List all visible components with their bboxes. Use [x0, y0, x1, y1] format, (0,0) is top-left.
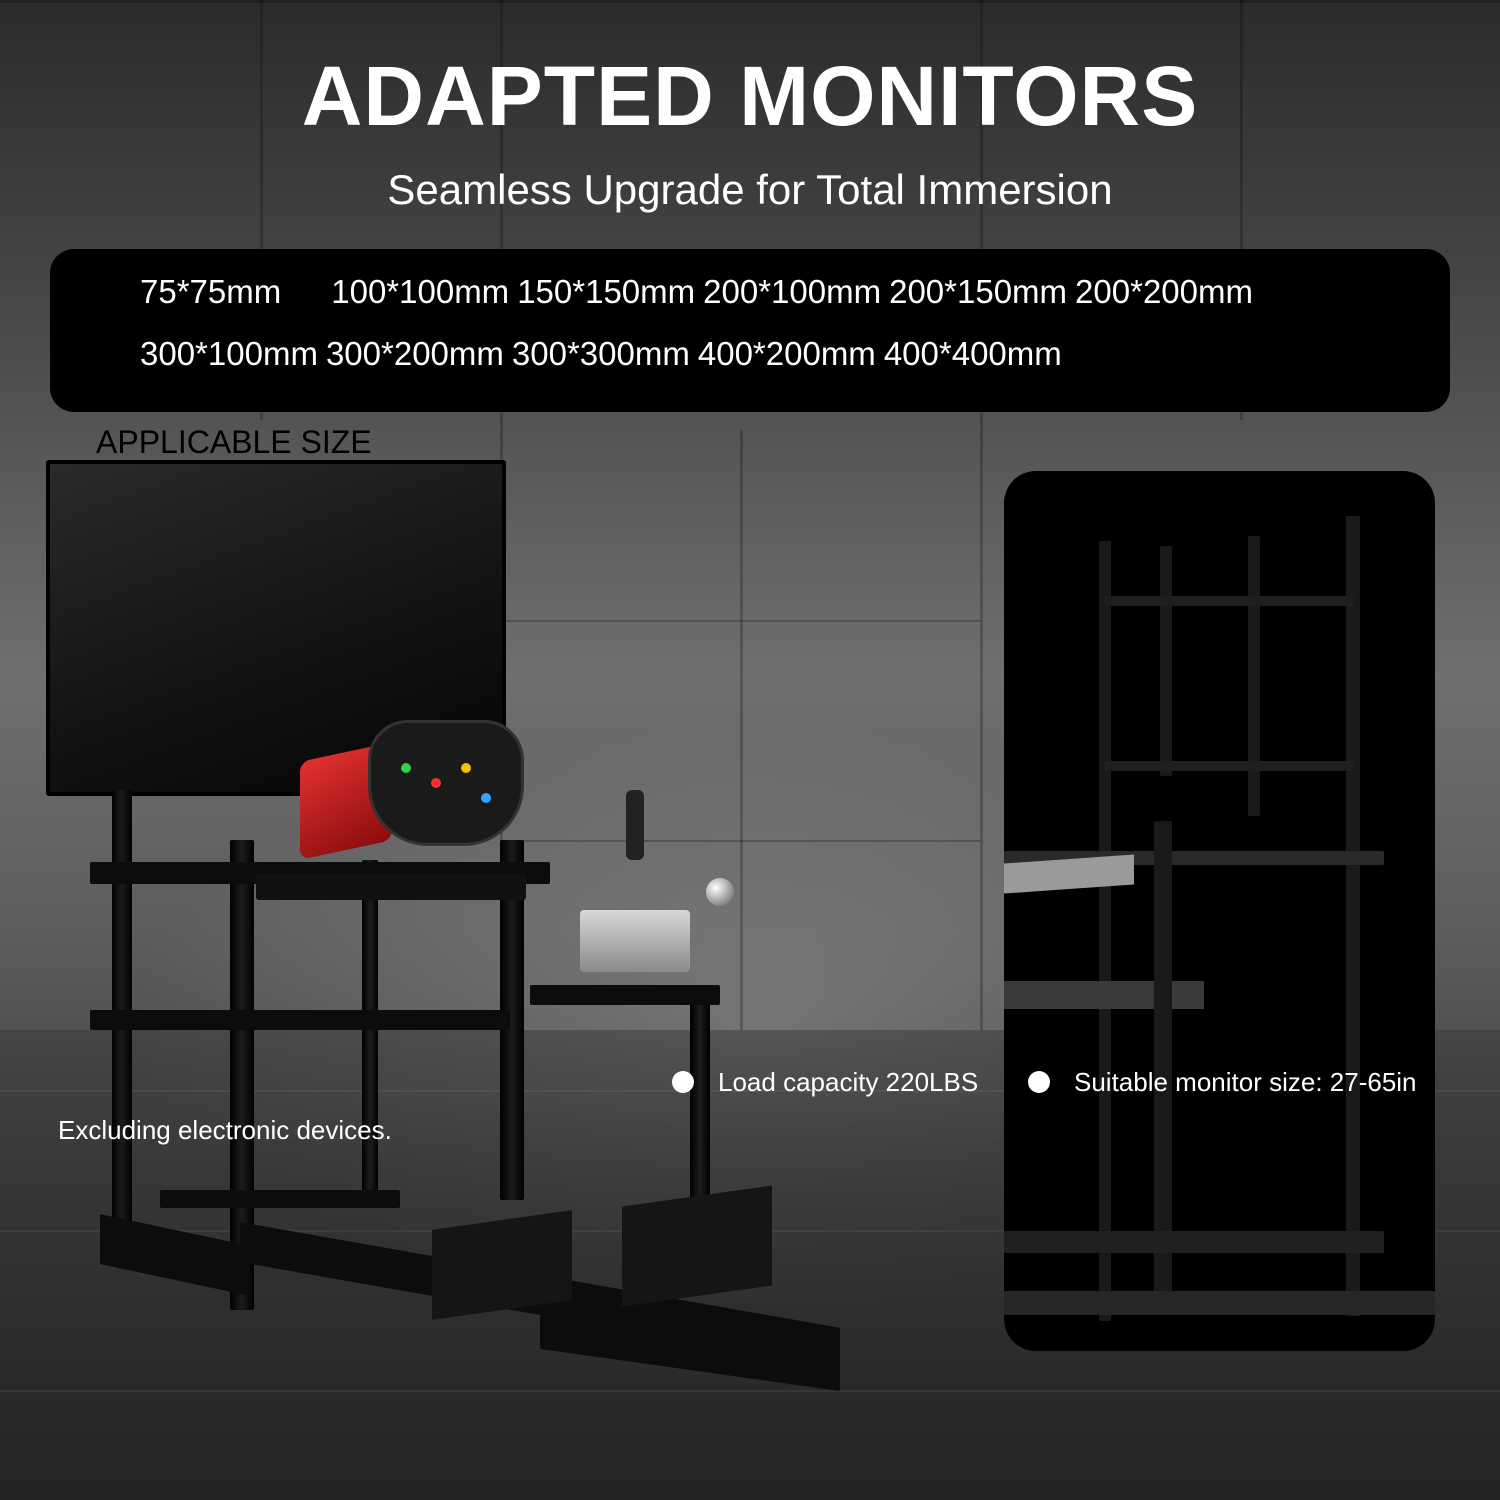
- size-item: 400*400mm: [883, 335, 1062, 372]
- size-item: 100*100mm: [331, 273, 510, 310]
- applicable-size-label: APPLICABLE SIZE: [96, 424, 372, 460]
- size-item: 75*75mm: [140, 273, 282, 310]
- page-subtitle: Seamless Upgrade for Total Immersion: [387, 166, 1113, 213]
- feature-text: Load capacity 220LBS: [718, 1066, 979, 1097]
- bullet-icon: [672, 1071, 694, 1093]
- shifter-knob-image: [706, 878, 734, 906]
- size-item: 200*100mm: [703, 273, 882, 310]
- page-title: ADAPTED MONITORS: [301, 49, 1199, 143]
- sizes-row-1: 75*75mm 100*100mm 150*150mm 200*100mm 20…: [140, 273, 1261, 333]
- steering-wheel-image: [368, 720, 524, 846]
- sizes-row-2: 300*100mm 300*200mm 300*300mm 400*200mm …: [140, 335, 1070, 395]
- frame-photo-card: [1004, 471, 1435, 1351]
- feature-monitor-size: Suitable monitor size: 27-65in: [1028, 1062, 1417, 1102]
- size-item: 400*200mm: [697, 335, 876, 372]
- footnote: Excluding electronic devices.: [58, 1115, 392, 1145]
- applicable-sizes-panel: 75*75mm 100*100mm 150*150mm 200*100mm 20…: [50, 249, 1450, 412]
- feature-text: Suitable monitor size: 27-65in: [1074, 1066, 1417, 1097]
- size-item: 150*150mm: [517, 273, 696, 310]
- size-item: 200*200mm: [1075, 273, 1253, 310]
- size-item: 300*100mm: [140, 335, 318, 372]
- feature-load-capacity: Load capacity 220LBS: [672, 1062, 978, 1102]
- size-item: 300*200mm: [325, 335, 504, 372]
- bullet-icon: [1028, 1071, 1050, 1093]
- size-item: 200*150mm: [889, 273, 1068, 310]
- handbrake-image: [626, 790, 644, 860]
- shifter-module-image: [580, 910, 690, 972]
- size-item: 300*300mm: [511, 335, 690, 372]
